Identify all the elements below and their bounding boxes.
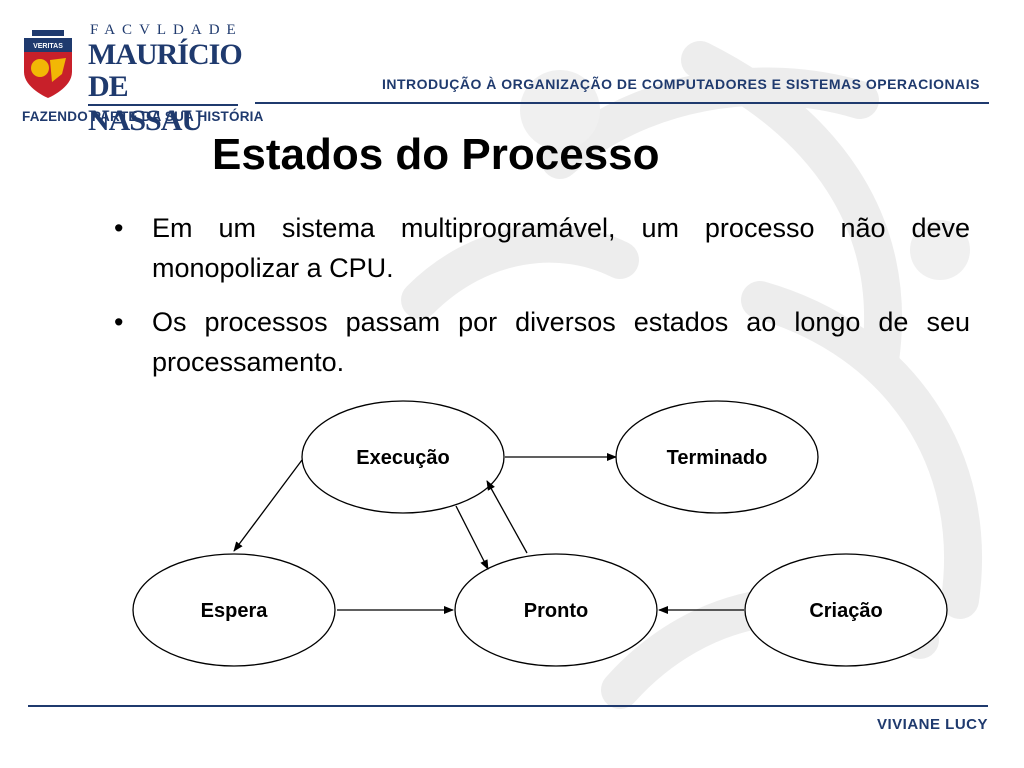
node-label-pronto: Pronto — [524, 600, 588, 622]
footer-divider — [28, 705, 988, 707]
bullet-text: Os processos passam por diversos estados… — [152, 307, 970, 377]
arrow-execucao-to-pronto — [455, 505, 489, 570]
bullet-item: • Os processos passam por diversos estad… — [110, 302, 970, 382]
shield-icon: VERITAS — [24, 30, 72, 98]
bullet-item: • Em um sistema multiprogramável, um pro… — [110, 208, 970, 288]
node-label-espera: Espera — [201, 600, 269, 622]
node-label-terminado: Terminado — [667, 447, 768, 469]
node-execucao: Execução — [301, 400, 505, 514]
node-label-execucao: Execução — [356, 447, 449, 469]
node-pronto: Pronto — [454, 553, 658, 667]
arrow-pronto-to-execucao — [486, 480, 528, 554]
node-criacao: Criação — [744, 553, 948, 667]
logo-name-line2: DE NASSAU — [88, 70, 203, 137]
course-title: INTRODUÇÃO À ORGANIZAÇÃO DE COMPUTADORES… — [382, 76, 980, 92]
logo-top-line: FACVLDADE — [90, 22, 243, 38]
bullet-list: • Em um sistema multiprogramável, um pro… — [110, 208, 970, 396]
node-label-criacao: Criação — [809, 600, 882, 622]
node-terminado: Terminado — [615, 400, 819, 514]
logo-name-line1: MAURÍCIO — [88, 38, 243, 71]
node-espera: Espera — [132, 553, 336, 667]
bullet-dot: • — [114, 213, 124, 243]
footer-author: VIVIANE LUCY — [876, 716, 988, 733]
shield-text: VERITAS — [33, 43, 63, 50]
logo-rule — [88, 104, 238, 106]
bullet-text: Em um sistema multiprogramável, um proce… — [152, 213, 970, 283]
header-divider — [255, 102, 989, 104]
arrow-execucao-to-espera — [233, 459, 303, 552]
institution-logo: VERITAS FACVLDADE MAURÍCIO DE NASSAU FAZ… — [18, 20, 263, 137]
bullet-dot: • — [114, 307, 124, 337]
slide-title: Estados do Processo — [212, 130, 660, 179]
logo-tagline: FAZENDO PARTE DA SUA HISTÓRIA — [22, 109, 264, 124]
